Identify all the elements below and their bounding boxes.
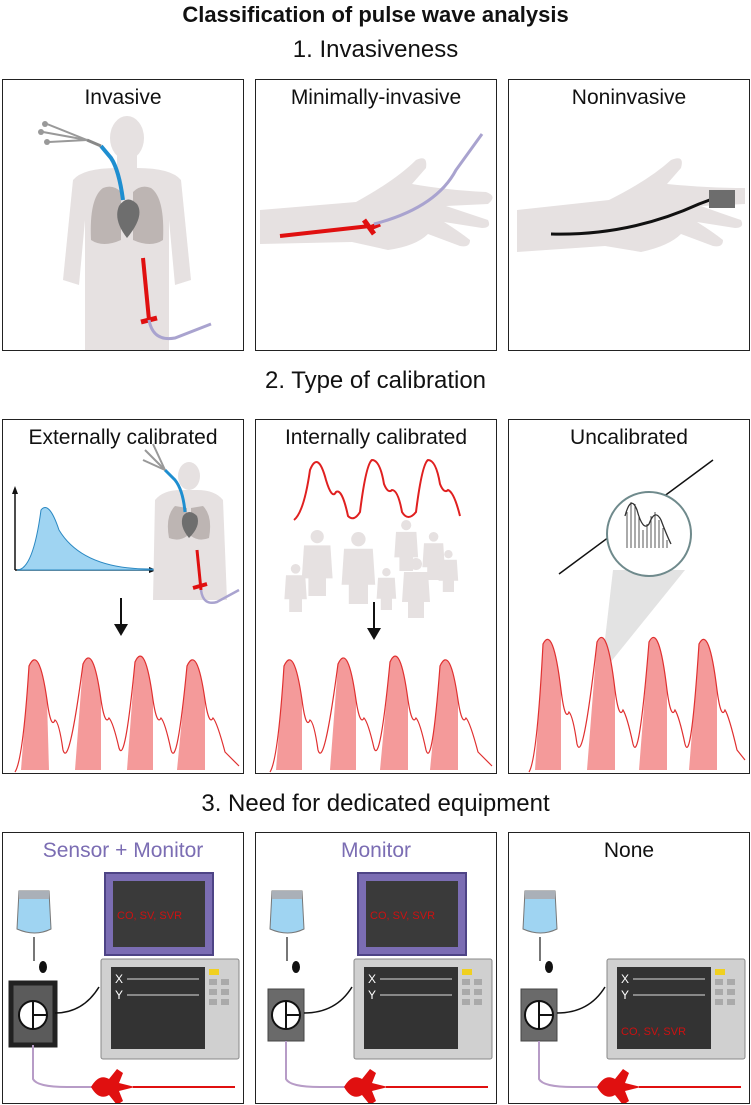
dilution-curve-plot [12,486,157,573]
section-heading-invasiveness: 1. Invasiveness [292,36,459,63]
panel-invasive: Invasive [2,79,244,351]
arterial-catheter-icon [344,1069,388,1103]
invasive-body-illustration [38,116,212,350]
monitor-y-label: Y [621,988,629,1002]
panel-label: None [603,839,655,862]
magnifier-icon [606,491,692,577]
arterial-waveforms [528,636,746,773]
panel-minimally-invasive: Minimally-invasive [255,79,497,351]
panel-label: Internally calibrated [284,426,468,449]
monitor-readout: CO, SV, SVR [621,1026,686,1038]
panel-label: Minimally-invasive [290,86,462,109]
panel-noninvasive: Noninvasive [508,79,750,351]
finger-cuff-icon [709,190,735,208]
arterial-catheter-icon [91,1069,135,1103]
arterial-waveforms [269,655,493,773]
monitor-readout: CO, SV, SVR [370,910,435,922]
population-icons [284,520,459,618]
lungs-icon [90,186,164,244]
panel-monitor: Monitor CO, SV, SVR X Y [255,832,497,1104]
panel-label: Noninvasive [571,86,687,109]
wrist-catheter-illustration [260,133,493,250]
no-equipment-illustration: X Y CO, SV, SVR [520,890,746,1103]
arterial-waveforms [14,655,240,773]
figure-title: Classification of pulse wave analysis [182,2,569,27]
monitor-y-label: Y [115,988,123,1002]
panel-label: Sensor + Monitor [42,839,204,862]
monitor-readout: CO, SV, SVR [117,910,182,922]
uncalibrated-illustration [528,459,746,773]
panel-label: Externally calibrated [28,426,218,449]
section-heading-calibration: 2. Type of calibration [264,367,487,394]
pressure-trace [293,458,461,521]
monitor-x-label: X [621,972,629,986]
sensor-monitor-illustration: CO, SV, SVR X Y [8,872,240,1103]
external-calibration-illustration [12,443,240,773]
panel-sensor-monitor: Sensor + Monitor CO, SV, SVR X Y [2,832,244,1104]
flush-bag-icon [525,891,555,899]
finger-cuff-illustration [517,158,745,252]
flush-bag-icon [272,891,302,899]
arterial-catheter-icon [597,1069,641,1103]
section-heading-equipment: 3. Need for dedicated equipment [201,790,550,817]
heart-icon [117,199,140,238]
panel-uncalibrated: Uncalibrated [508,419,750,774]
panel-externally-calibrated: Externally calibrated [2,419,244,774]
panel-label: Invasive [84,86,162,109]
monitor-x-label: X [115,972,123,986]
panel-label: Monitor [340,839,412,862]
panel-label: Uncalibrated [570,426,688,449]
panel-internally-calibrated: Internally calibrated [255,419,497,774]
panel-none: None X Y CO, SV, SVR [508,832,750,1104]
monitor-y-label: Y [368,988,376,1002]
monitor-only-illustration: CO, SV, SVR X Y [267,872,493,1103]
internal-calibration-illustration [269,458,493,773]
flush-bag-icon [19,891,49,899]
monitor-x-label: X [368,972,376,986]
